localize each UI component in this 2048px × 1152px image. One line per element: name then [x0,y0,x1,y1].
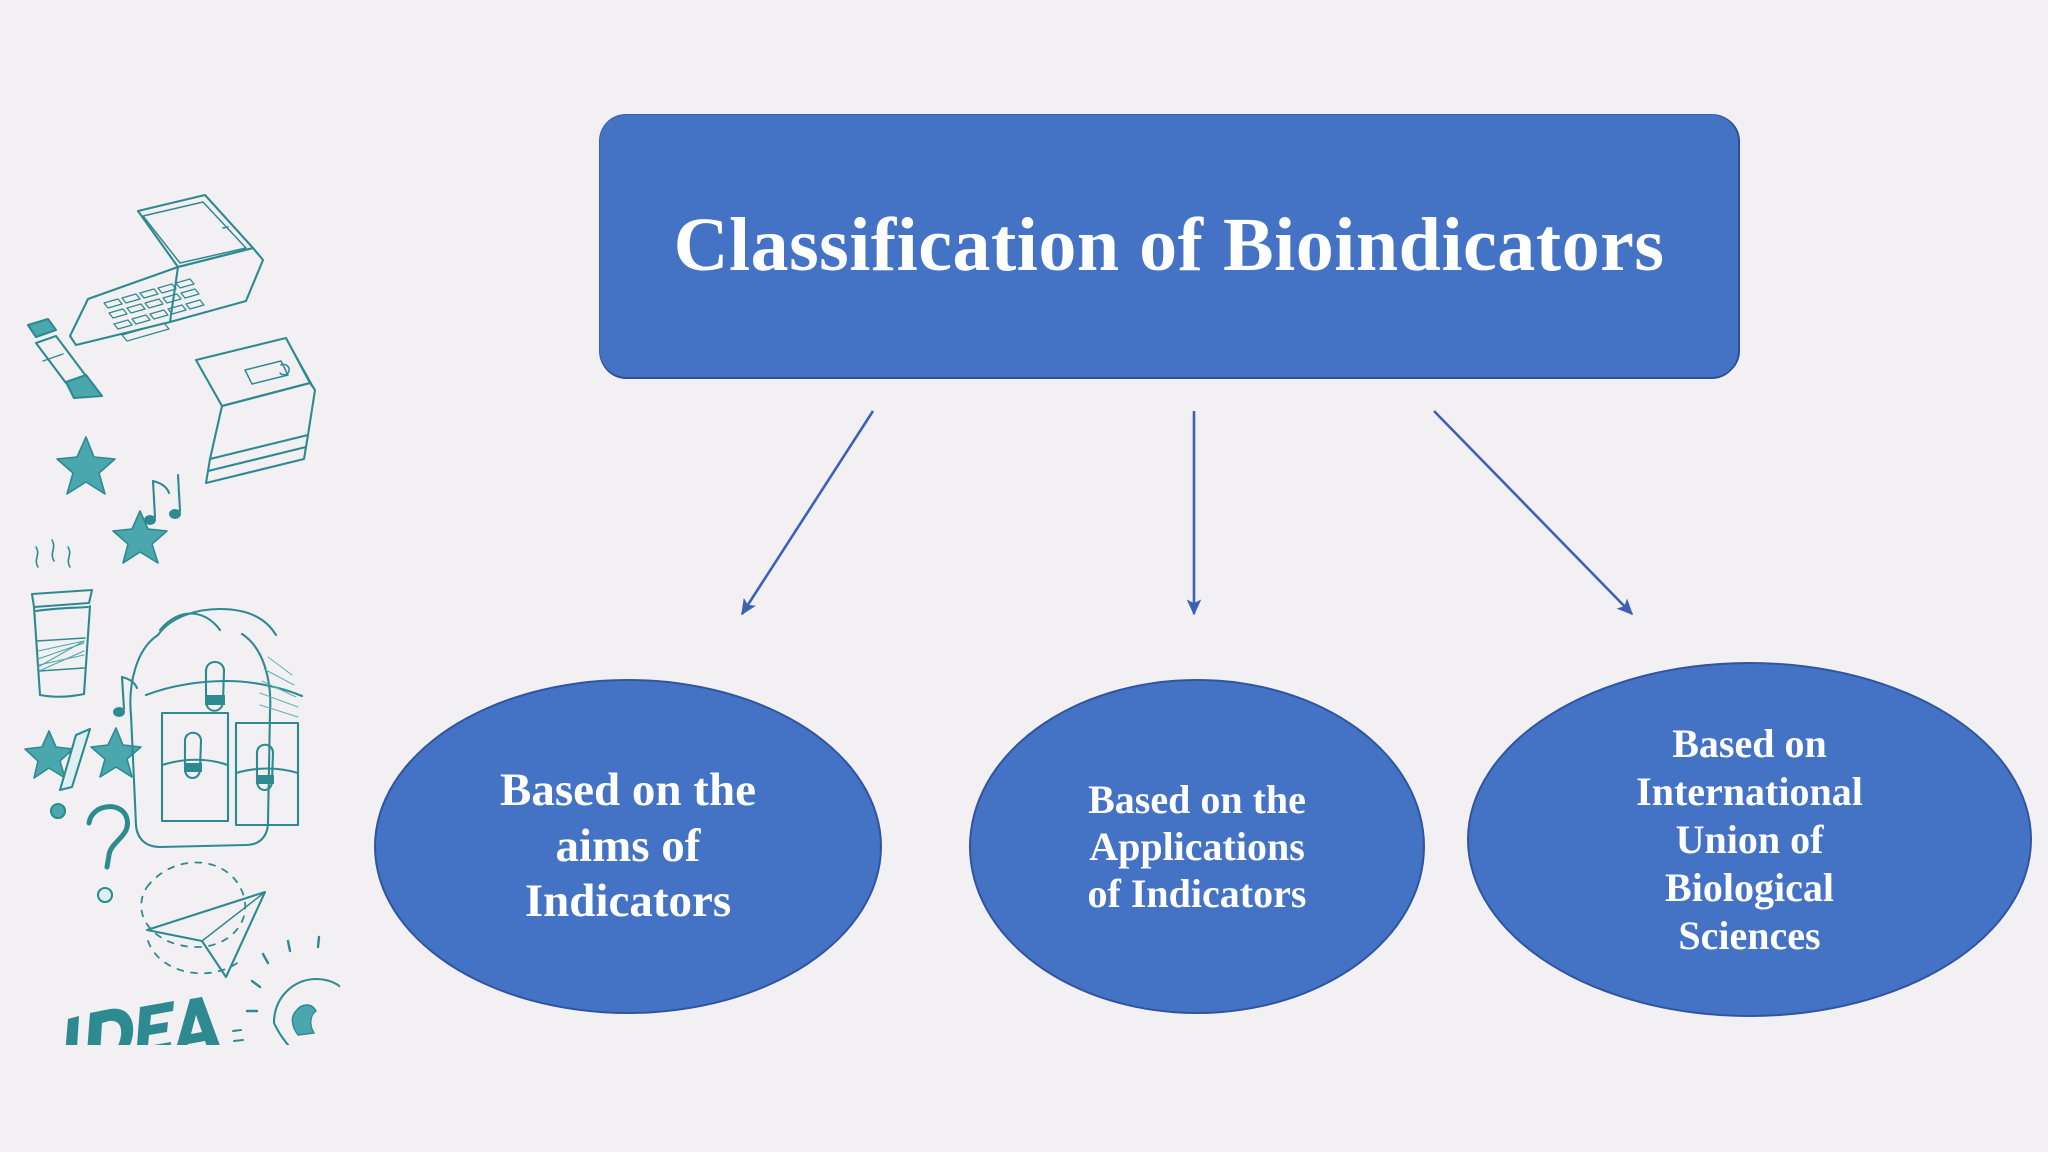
arrow-right-to-iubs [1433,410,1634,616]
title-box[interactable]: Classification of Bioindicators [600,115,1738,377]
arrow-left-to-aims [740,410,875,616]
page-title: Classification of Bioindicators [673,203,1665,288]
